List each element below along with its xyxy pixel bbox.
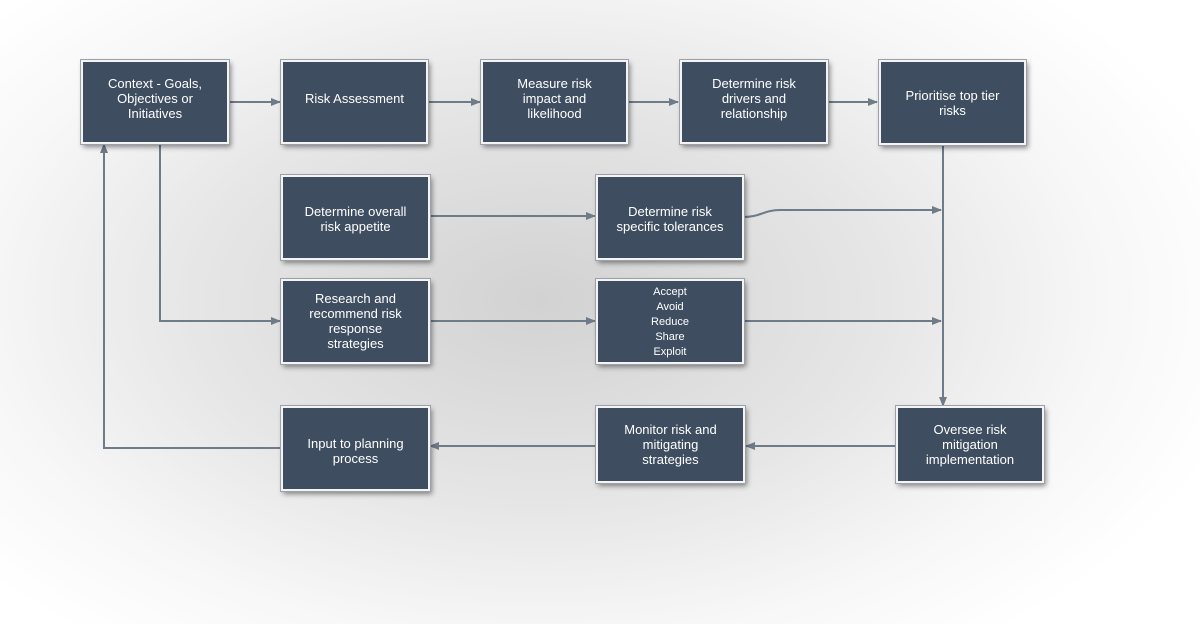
arrow-context-to-research — [159, 142, 281, 325]
prioritise-risks-node: Prioritise top tier risks — [878, 59, 1027, 146]
oversee-mitigation-node: Oversee risk mitigation implementation — [895, 405, 1045, 484]
oversee-mitigation-label: Oversee risk mitigation implementation — [925, 422, 1015, 467]
research-strategies-label: Research and recommend risk response str… — [309, 291, 402, 351]
risk-assessment-node: Risk Assessment — [280, 59, 429, 145]
risk-appetite-label: Determine overall risk appetite — [304, 204, 407, 234]
measure-risk-node: Measure risk impact and likelihood — [480, 59, 629, 145]
prioritise-risks-label: Prioritise top tier risks — [905, 88, 1000, 118]
planning-input-node: Input to planning process — [280, 405, 431, 492]
arrow-planning-to-context — [100, 143, 280, 449]
planning-input-label: Input to planning process — [307, 436, 404, 466]
monitor-risk-label: Monitor risk and mitigating strategies — [624, 422, 717, 467]
risk-assessment-label: Risk Assessment — [305, 91, 404, 106]
risk-tolerances-label: Determine risk specific tolerances — [616, 204, 724, 234]
risk-tolerances-node: Determine risk specific tolerances — [595, 174, 745, 261]
risk-drivers-label: Determine risk drivers and relationship — [712, 76, 796, 121]
risk-drivers-node: Determine risk drivers and relationship — [679, 59, 829, 145]
monitor-risk-node: Monitor risk and mitigating strategies — [595, 405, 746, 484]
research-strategies-node: Research and recommend risk response str… — [280, 278, 431, 365]
measure-risk-label: Measure risk impact and likelihood — [517, 76, 592, 121]
context-goals-node: Context - Goals, Objectives or Initiativ… — [80, 59, 230, 145]
response-options-label: Accept Avoid Reduce Share Exploit — [651, 286, 689, 358]
arrow-tolerances-to-spine — [743, 206, 942, 218]
context-goals-label: Context - Goals, Objectives or Initiativ… — [108, 76, 202, 121]
risk-appetite-node: Determine overall risk appetite — [280, 174, 431, 261]
response-options-node: Accept Avoid Reduce Share Exploit — [595, 278, 745, 365]
